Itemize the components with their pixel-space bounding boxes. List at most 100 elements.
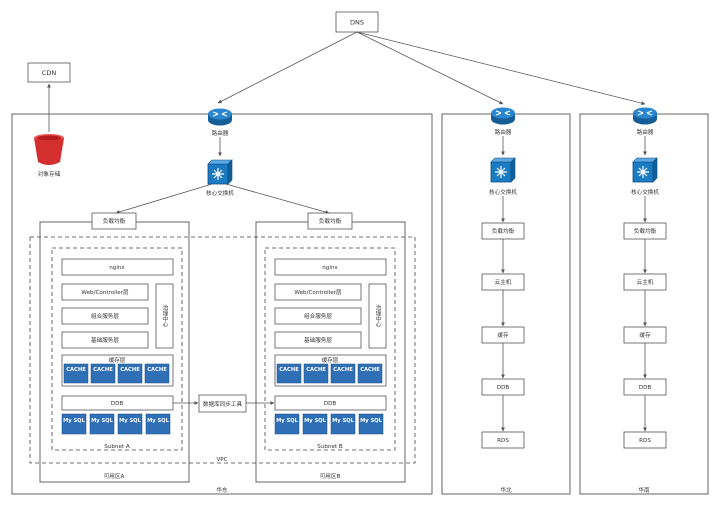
mysql-b-2 — [302, 413, 328, 435]
east-router-icon — [207, 107, 233, 127]
bucket-icon — [34, 134, 64, 165]
south-switch-icon — [632, 157, 658, 183]
web-a-box — [61, 283, 149, 301]
lb-b-label: 负载均衡 — [319, 217, 342, 225]
cache-b-3 — [330, 363, 356, 384]
cache-b-3-label: CACHE — [333, 367, 353, 373]
cache-a-2 — [90, 363, 116, 384]
region-east-label: 华东 — [216, 486, 228, 494]
vpc-frame — [29, 236, 416, 464]
region-south-label: 华南 — [638, 486, 650, 494]
north-rds-box — [481, 431, 525, 449]
cache-a-4 — [144, 363, 170, 384]
governance-b-box — [368, 283, 387, 349]
vpc-label: VPC — [216, 457, 227, 463]
east-router-label: 路由器 — [212, 129, 229, 137]
cache-b-4 — [357, 363, 383, 384]
mysql-a-1 — [61, 413, 87, 435]
cache-b-2 — [303, 363, 329, 384]
south-router-icon — [632, 106, 658, 126]
cache-a-1 — [63, 363, 89, 384]
east-switch-icon — [207, 159, 233, 185]
base-b-box — [274, 331, 362, 349]
south-cache-label: 缓存 — [639, 331, 651, 339]
cache-a-3-label: CACHE — [120, 367, 140, 373]
south-router-label: 路由器 — [637, 128, 654, 136]
mysql-b-3-label: My SQL — [332, 418, 354, 424]
web-a-label: Web/Controller层 — [81, 289, 129, 296]
mysql-b-2-label: My SQL — [304, 418, 326, 424]
cache-b-1-label: CACHE — [279, 367, 299, 373]
south-host-label: 云主机 — [637, 278, 654, 286]
north-cache-label: 缓存 — [497, 331, 509, 339]
cache-layer-b-label: 缓存层 — [322, 356, 339, 364]
combo-a-box — [61, 307, 149, 325]
north-lb-label: 负载均衡 — [492, 227, 515, 235]
combo-b-label: 组合服务层 — [304, 312, 332, 320]
mysql-a-4-label: My SQL — [147, 418, 169, 424]
cache-a-3 — [117, 363, 143, 384]
subnet-b-label: Subnet B — [317, 444, 343, 450]
subnet-a: Subnet A nginx Web/Controller层 组合服务层 基础服… — [51, 247, 183, 451]
dns-to-north-line — [356, 31, 504, 105]
ddb-b-label: DDB — [324, 401, 337, 407]
mysql-b-3 — [330, 413, 356, 435]
governance-a-box — [155, 283, 174, 349]
south-ddb-label: DDB — [639, 385, 652, 391]
cache-a-1-label: CACHE — [66, 367, 86, 373]
cache-a-2-label: CACHE — [93, 367, 113, 373]
south-rds-box — [623, 431, 667, 449]
south-lb-label: 负载均衡 — [634, 227, 657, 235]
mysql-b-1 — [274, 413, 300, 435]
nginx-b-label: nginx — [322, 265, 338, 271]
mysql-a-1-label: My SQL — [63, 418, 85, 424]
base-a-box — [61, 331, 149, 349]
subnet-b-frame — [264, 247, 396, 451]
north-switch-label: 核心交换机 — [489, 188, 517, 196]
lb-b-box — [307, 212, 353, 230]
subnet-a-label: Subnet A — [104, 444, 130, 450]
east-switch-to-lb-a-line — [115, 183, 213, 214]
nginx-b-box — [274, 258, 387, 276]
north-ddb-label: DDB — [497, 385, 510, 391]
east-switch-to-lb-b-line — [225, 183, 330, 214]
cache-layer-a-label: 缓存层 — [109, 356, 126, 364]
south-rds-label: RDS — [639, 438, 651, 444]
zone-a-label: 可用区A — [104, 473, 125, 480]
cdn-box — [27, 62, 71, 83]
combo-b-box — [274, 307, 362, 325]
mysql-b-4-label: My SQL — [360, 418, 382, 424]
cache-a-4-label: CACHE — [147, 367, 167, 373]
south-switch-label: 核心交换机 — [631, 188, 659, 196]
ddb-b-box — [274, 395, 387, 411]
ddb-a-label: DDB — [111, 401, 124, 407]
base-a-label: 基础服务层 — [91, 336, 119, 344]
north-router-label: 路由器 — [495, 128, 512, 136]
cache-b-1 — [276, 363, 302, 384]
mysql-b-1-label: My SQL — [276, 418, 298, 424]
north-host-label: 云主机 — [495, 278, 512, 286]
sync-tool-box — [198, 394, 247, 413]
governance-a-label: 治理中心 — [162, 304, 169, 328]
dns-to-east-line — [217, 31, 358, 104]
subnet-a-frame — [51, 247, 183, 451]
object-storage-label: 对象存储 — [38, 170, 61, 178]
combo-a-label: 组合服务层 — [91, 312, 119, 320]
subnet-b: Subnet B nginx Web/Controller层 组合服务层 基础服… — [264, 247, 396, 451]
north-router-icon — [490, 106, 516, 126]
base-b-label: 基础服务层 — [304, 336, 332, 344]
cache-b-2-label: CACHE — [306, 367, 326, 373]
dns-to-south-line — [356, 31, 646, 106]
north-rds-label: RDS — [497, 438, 509, 444]
mysql-a-3 — [117, 413, 143, 435]
nginx-a-label: nginx — [109, 265, 125, 271]
cdn-node: CDN — [27, 62, 71, 83]
lb-a-box — [91, 212, 137, 230]
lb-a-label: 负载均衡 — [103, 217, 126, 225]
zone-b-label: 可用区B — [320, 473, 341, 480]
mysql-b-4 — [358, 413, 384, 435]
mysql-a-3-label: My SQL — [119, 418, 141, 424]
east-switch-label: 核心交换机 — [206, 189, 234, 197]
nginx-a-box — [61, 258, 174, 276]
